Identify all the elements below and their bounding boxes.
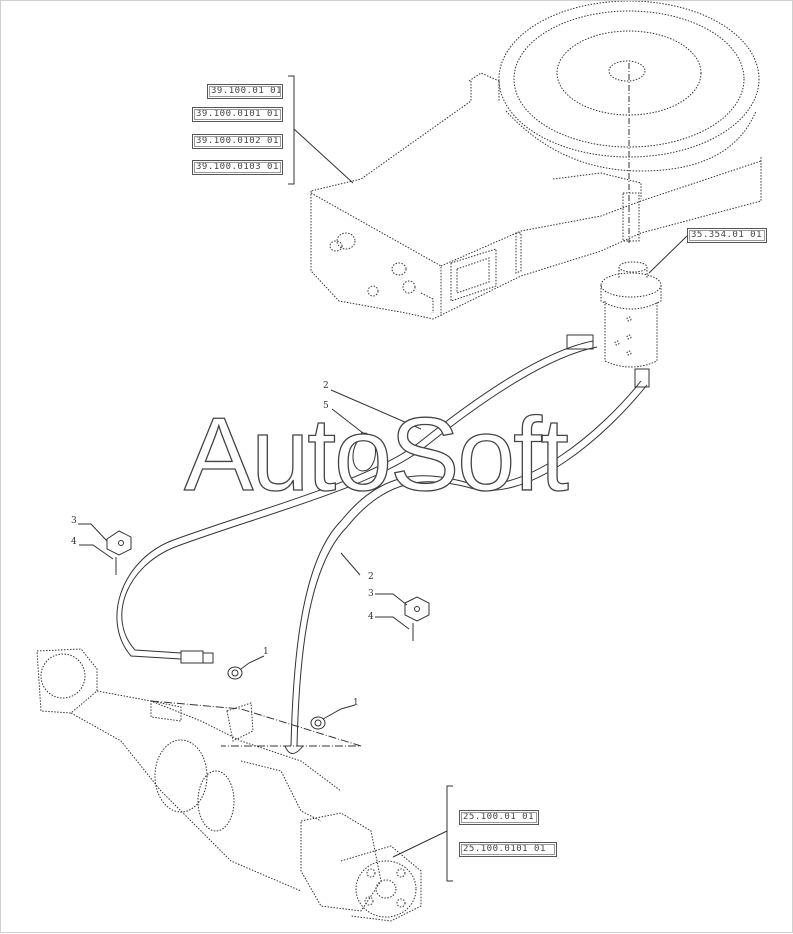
fitting-drawing	[227, 666, 326, 730]
ref-frame-3[interactable]: 39.100.0102 01	[192, 134, 283, 149]
callout-hose-2b: 2	[368, 572, 374, 582]
ref-axle-2[interactable]: 25.100.0101 01	[459, 842, 557, 857]
hose-clamp-drawing	[352, 432, 376, 472]
ref-frame-1[interactable]: 39.100.01 01	[207, 84, 283, 99]
callout-clamp-5: 5	[323, 401, 329, 411]
callout-block-3a: 3	[71, 516, 77, 526]
callout-block-3b: 3	[368, 589, 374, 599]
leader-lines	[78, 75, 688, 882]
ref-frame-4[interactable]: 39.100.0103 01	[192, 160, 283, 175]
hose-drawing	[116, 334, 650, 754]
callout-fitting-1a: 1	[263, 647, 269, 657]
ref-swivel-joint[interactable]: 35.354.01 01	[687, 228, 767, 243]
ref-axle-1[interactable]: 25.100.01 01	[459, 810, 539, 825]
hose-fitting-swivel	[566, 334, 594, 350]
callout-bolt-4a: 4	[71, 537, 77, 547]
axle-centerline	[150, 700, 362, 747]
clamp-block-drawing	[106, 530, 430, 641]
callout-fitting-1b: 1	[353, 698, 359, 708]
axle-drawing	[36, 648, 422, 922]
callout-bolt-4b: 4	[368, 612, 374, 622]
callout-hose-2a: 2	[323, 381, 329, 391]
frame-drawing	[310, 72, 762, 320]
ref-frame-2[interactable]: 39.100.0101 01	[192, 107, 283, 122]
swivel-joint-drawing	[600, 261, 662, 368]
